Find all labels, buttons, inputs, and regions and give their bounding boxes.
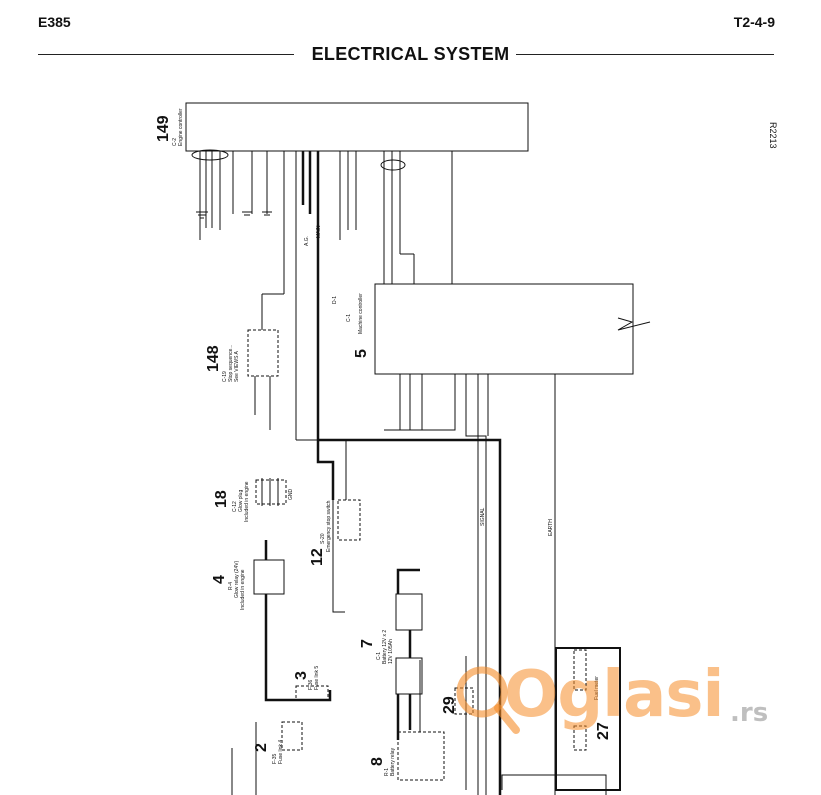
component-18-number: 18 <box>213 490 230 508</box>
component-149-number: 149 <box>155 115 172 142</box>
diagram-ref-code: R2213 <box>768 122 778 149</box>
component-3-name: Fuse link 5 <box>314 666 320 690</box>
component-3-designation: F-36 <box>308 680 314 691</box>
wire-label-main: MAIN <box>316 225 322 238</box>
component-2-number: 2 <box>253 743 270 752</box>
component-8-name: Battery relay <box>390 747 396 776</box>
component-27-number: 27 <box>595 722 612 740</box>
component-148-extra: See VIEWS A <box>234 350 240 382</box>
document-id: E385 <box>38 14 71 30</box>
battery-relay-box <box>397 731 445 781</box>
component-4-designation: R-4 <box>228 582 234 590</box>
component-7-number: 7 <box>359 639 376 648</box>
fuel-meter-box <box>555 647 621 791</box>
component-3-number: 3 <box>293 671 310 680</box>
watermark-tld: .rs <box>730 698 769 728</box>
component-18-extra: Included in engine <box>244 481 250 522</box>
component-5-name: Machine controller <box>358 293 364 334</box>
component-7-designation: C-1 <box>376 652 382 660</box>
component-12-name: Emergency stop switch <box>326 500 332 552</box>
component-7-extra: 12V 105Ah <box>388 639 394 664</box>
title-rule-right <box>516 54 774 55</box>
section-title: ELECTRICAL SYSTEM <box>311 44 510 64</box>
wire-label-signal: SIGNAL <box>480 507 486 526</box>
component-12-number: 12 <box>309 548 326 566</box>
watermark-magnifier-icon <box>456 666 520 734</box>
component-8-number: 8 <box>369 757 386 766</box>
component-18-name: Glow plug <box>238 490 244 512</box>
component-4-extra: Included in engine <box>240 569 246 610</box>
battery-cell-2 <box>395 657 423 695</box>
component-7-name: Battery 12V x 2 <box>382 630 388 664</box>
watermark-text: Oglasi <box>504 658 724 732</box>
title-rule-left <box>38 54 294 55</box>
component-5-number: 5 <box>353 349 370 358</box>
fuse-link-4 <box>281 721 303 751</box>
page-number: T2-4-9 <box>733 14 775 30</box>
machine-controller-box <box>374 283 634 375</box>
component-2-designation: F-35 <box>272 754 278 765</box>
component-4-name: Glow relay (24V) <box>234 560 240 598</box>
component-27-name: Fuel meter <box>594 676 600 700</box>
component-5-designation: C-1 <box>346 314 352 322</box>
component-148-designation: C-19 <box>222 371 228 382</box>
stop-sequence-box <box>247 329 279 377</box>
component-8-designation: R-1 <box>384 768 390 776</box>
battery-cell-1 <box>395 593 423 631</box>
component-2-name: Fuse link 4 <box>278 740 284 764</box>
component-18-designation: C-12 <box>232 501 238 512</box>
wiring-schematic: 149 148 5 18 4 12 3 7 29 27 2 8 C-2 Engi… <box>155 102 778 795</box>
emergency-stop-box <box>337 499 361 541</box>
engine-controller-box <box>185 102 529 152</box>
component-4-number: 4 <box>211 575 228 584</box>
component-148-number: 148 <box>205 345 222 372</box>
wire-label-earth: EARTH <box>548 519 554 536</box>
component-12-designation: S-20 <box>320 533 326 544</box>
component-149-name: Engine controller <box>178 108 184 146</box>
wire-label-gnd: GND <box>288 489 294 501</box>
wire-label-ag: A.G. <box>304 236 310 246</box>
glow-relay-box <box>253 559 285 595</box>
fuse-link-5 <box>295 685 329 701</box>
glow-plug-box <box>255 479 287 505</box>
component-149-designation: C-2 <box>172 138 178 146</box>
component-29-number: 29 <box>441 696 458 714</box>
component-148-name: Stop sequence... <box>228 344 234 382</box>
connector-label: D-1 <box>332 296 338 304</box>
